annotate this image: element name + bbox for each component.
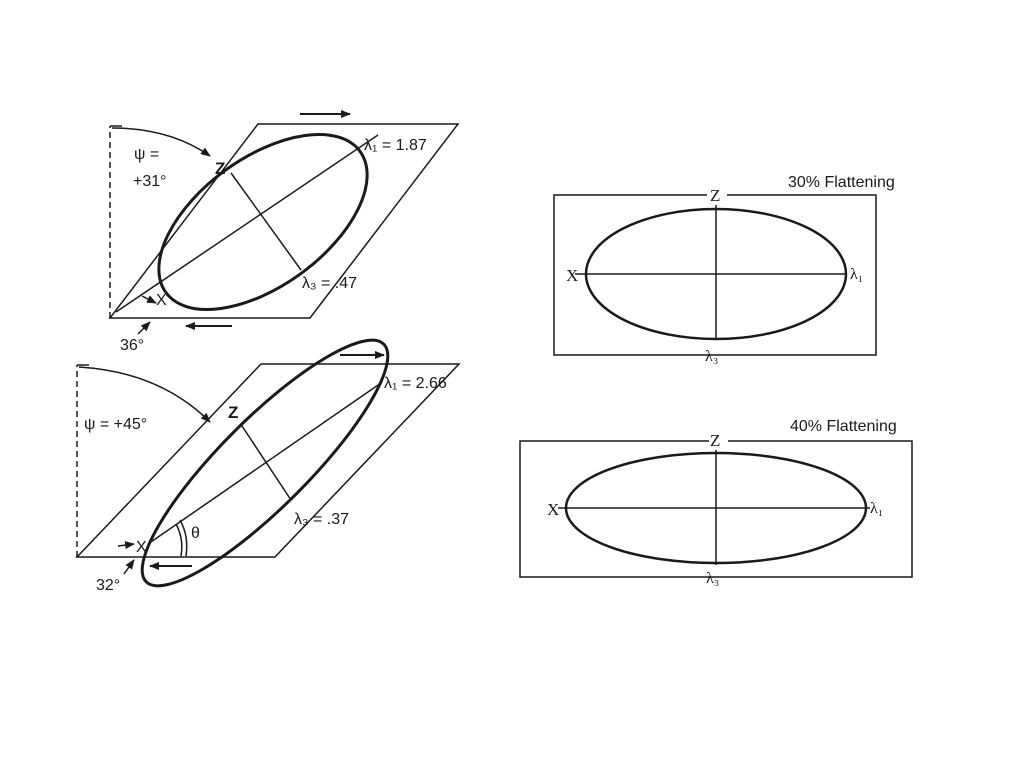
z-axis-label: Z [710, 186, 720, 205]
shear-parallelogram [75, 363, 461, 558]
psi-label: ψ = +45° [84, 416, 147, 433]
shear-parallelogram [108, 123, 460, 319]
lambda1-label: λ₁ [850, 266, 863, 283]
psi-label-line2: +31° [133, 173, 167, 190]
panel-title: 40% Flattening [790, 418, 897, 435]
lambda3-label: λ₃ = .37 [294, 511, 349, 528]
major-axis [115, 134, 379, 313]
major-axis [147, 382, 382, 545]
strain-ellipse [157, 133, 369, 311]
shear-panel-top: ψ = +31° Z X λ₁ = 1.87 λ₃ = .47 36° [108, 110, 460, 354]
strain-ellipse [140, 338, 390, 588]
psi-label-line1: ψ = [134, 146, 159, 163]
z-axis-label: Z [228, 403, 238, 422]
angle-pointer-bottom [137, 321, 151, 335]
z-axis-label: Z [215, 159, 225, 178]
psi-angle-arc [111, 127, 211, 157]
panel-title: 30% Flattening [788, 174, 895, 191]
theta-arc-outer [179, 519, 188, 557]
flattening-panel-30: 30% Flattening Z X λ₁ λ₃ [553, 174, 895, 365]
angle-label: 32° [96, 577, 120, 594]
theta-arc-inner [175, 523, 183, 557]
lambda1-label: λ₁ [870, 500, 883, 517]
minor-axis [241, 425, 292, 501]
lambda1-label: λ₁ = 2.66 [384, 375, 447, 392]
angle-pointer-bottom [123, 559, 135, 575]
lambda1-label: λ₁ = 1.87 [364, 137, 427, 154]
x-axis-label: X [136, 539, 147, 556]
panel-frame [553, 194, 877, 356]
lambda3-label: λ₃ = .47 [302, 275, 357, 292]
angle-pointer [141, 295, 157, 304]
x-axis-label: X [156, 292, 167, 309]
x-axis-label: X [566, 266, 578, 285]
flattening-panel-40: 40% Flattening Z X λ₁ λ₃ [519, 418, 913, 587]
shear-panel-bottom: ψ = +45° Z X θ λ₁ = 2.66 λ₃ = .37 32° [75, 338, 461, 594]
panel-frame [519, 440, 913, 578]
theta-label: θ [191, 525, 200, 542]
angle-pointer [117, 541, 135, 550]
lambda3-label: λ₃ [706, 570, 719, 587]
lambda3-label: λ₃ [705, 348, 718, 365]
psi-angle-arc [78, 366, 211, 423]
z-axis-label: Z [710, 431, 720, 450]
minor-axis [230, 172, 302, 271]
x-axis-label: X [547, 500, 559, 519]
angle-label: 36° [120, 337, 144, 354]
